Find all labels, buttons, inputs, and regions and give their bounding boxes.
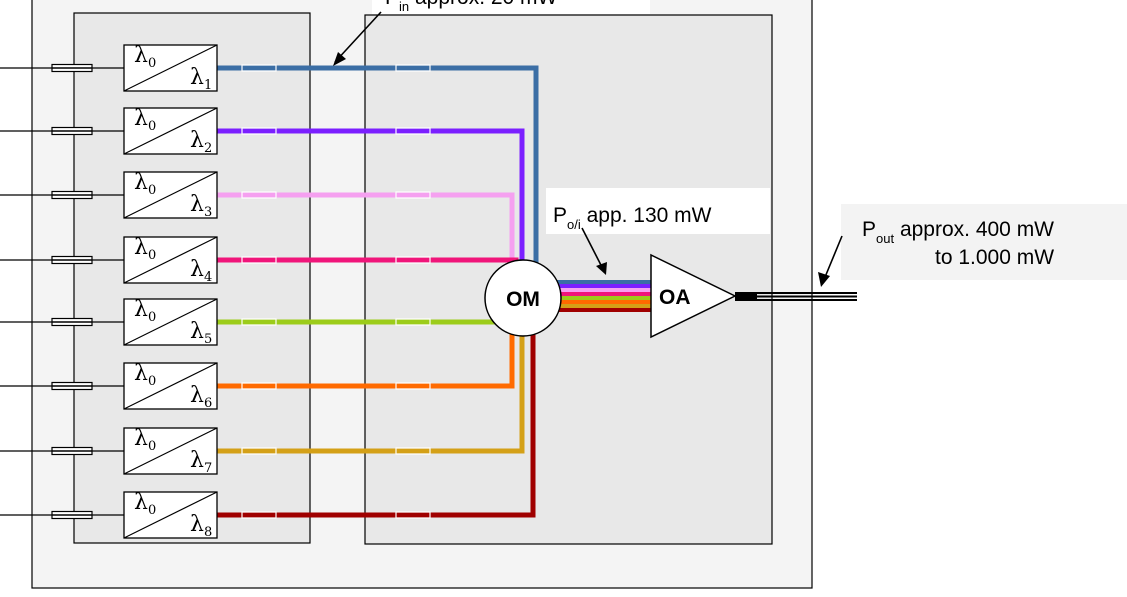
transponder-input-label: λ0 — [134, 235, 156, 263]
fiber-connector — [395, 191, 431, 199]
transponder-input-label: λ0 — [134, 170, 156, 198]
fiber-connector — [395, 318, 431, 326]
channel-row: λ0 λ3 — [0, 170, 515, 278]
oa-label: OA — [659, 286, 691, 309]
channel-row: λ0 λ7 — [0, 318, 525, 476]
p-oi-label-box — [546, 188, 770, 234]
transponder-diagonal — [123, 362, 218, 410]
transponder-output-label: λ6 — [190, 383, 212, 411]
p-out-label-box — [841, 204, 1127, 280]
fiber-connector — [241, 127, 277, 135]
transponder-output-label: λ3 — [190, 192, 212, 220]
transponder-diagonal — [123, 491, 218, 539]
om-to-oa-bundle — [548, 280, 651, 312]
p-out-label: Pout approx. 400 mW — [862, 218, 1054, 246]
transponder-diagonal — [123, 298, 218, 346]
fiber-connector — [241, 382, 277, 390]
wavelength-fiber — [217, 65, 539, 278]
p-in-label: Pin approx. 20 mW — [385, 0, 558, 14]
transponder-diagonal — [123, 171, 218, 219]
channel-row: λ0 λ2 — [0, 106, 525, 278]
wavelength-fiber — [217, 318, 515, 389]
p-out-label-line2: to 1.000 mW — [935, 246, 1054, 269]
p-oi-label: Po/i app. 130 mW — [553, 204, 712, 232]
fiber-connector — [241, 318, 277, 326]
channel-row: λ0 λ4 — [0, 235, 519, 285]
p-oi-arrowhead — [596, 262, 607, 275]
transponder-output-label: λ5 — [190, 319, 212, 347]
fiber-connector — [241, 256, 277, 264]
fiber-connector — [241, 64, 277, 72]
om-label: OM — [506, 288, 540, 311]
channel-row: λ0 λ1 — [0, 43, 539, 278]
fiber-connector — [241, 447, 277, 455]
transponder-diagonal — [123, 107, 218, 155]
transponder-input-label: λ0 — [134, 297, 156, 325]
transponder-diagonal — [123, 427, 218, 475]
channel-row: λ0 λ8 — [0, 318, 536, 540]
channel-row: λ0 λ6 — [0, 318, 515, 411]
wavelength-fiber — [217, 128, 525, 278]
transponder-output-label: λ4 — [190, 257, 212, 285]
p-out-arrow — [822, 235, 843, 283]
transponder-output-label: λ2 — [190, 128, 212, 156]
fiber-connector — [395, 382, 431, 390]
transponder-input-label: λ0 — [134, 361, 156, 389]
transponder-input-label: λ0 — [134, 426, 156, 454]
transponder-input-label: λ0 — [134, 106, 156, 134]
fiber-connector — [395, 127, 431, 135]
transponder-output-label: λ8 — [190, 512, 212, 540]
output-fiber — [735, 292, 857, 301]
optical-amplifier: OA — [650, 253, 737, 339]
wavelength-fiber — [217, 318, 536, 518]
mux-panel — [364, 14, 773, 545]
fiber-connector — [395, 64, 431, 72]
p-in-arrow — [334, 11, 382, 63]
fiber-connector — [395, 447, 431, 455]
fiber-connector — [241, 191, 277, 199]
transponder-output-label: λ1 — [190, 65, 212, 93]
p-oi-arrow — [581, 227, 605, 272]
p-in-label-box — [372, 0, 650, 14]
transponder-output-label: λ7 — [190, 448, 212, 476]
p-in-arrowhead — [333, 52, 346, 66]
fiber-connector — [395, 511, 431, 519]
fiber-connector — [241, 511, 277, 519]
channel-rows: λ0 λ1 λ0 λ2 λ0 λ3 λ0 λ4 λ0 λ5 λ0 λ6 λ0 λ7 λ0 λ8 — [0, 43, 539, 540]
transponder-diagonal — [123, 236, 218, 284]
optical-multiplexer: OM — [484, 259, 562, 337]
p-out-arrowhead — [818, 272, 830, 287]
fiber-connector — [395, 256, 431, 264]
transponder-diagonal — [123, 44, 218, 92]
transponder-input-label: λ0 — [134, 490, 156, 518]
wavelength-fiber — [217, 192, 515, 278]
transponder-input-label: λ0 — [134, 43, 156, 71]
wavelength-fiber — [217, 318, 525, 454]
